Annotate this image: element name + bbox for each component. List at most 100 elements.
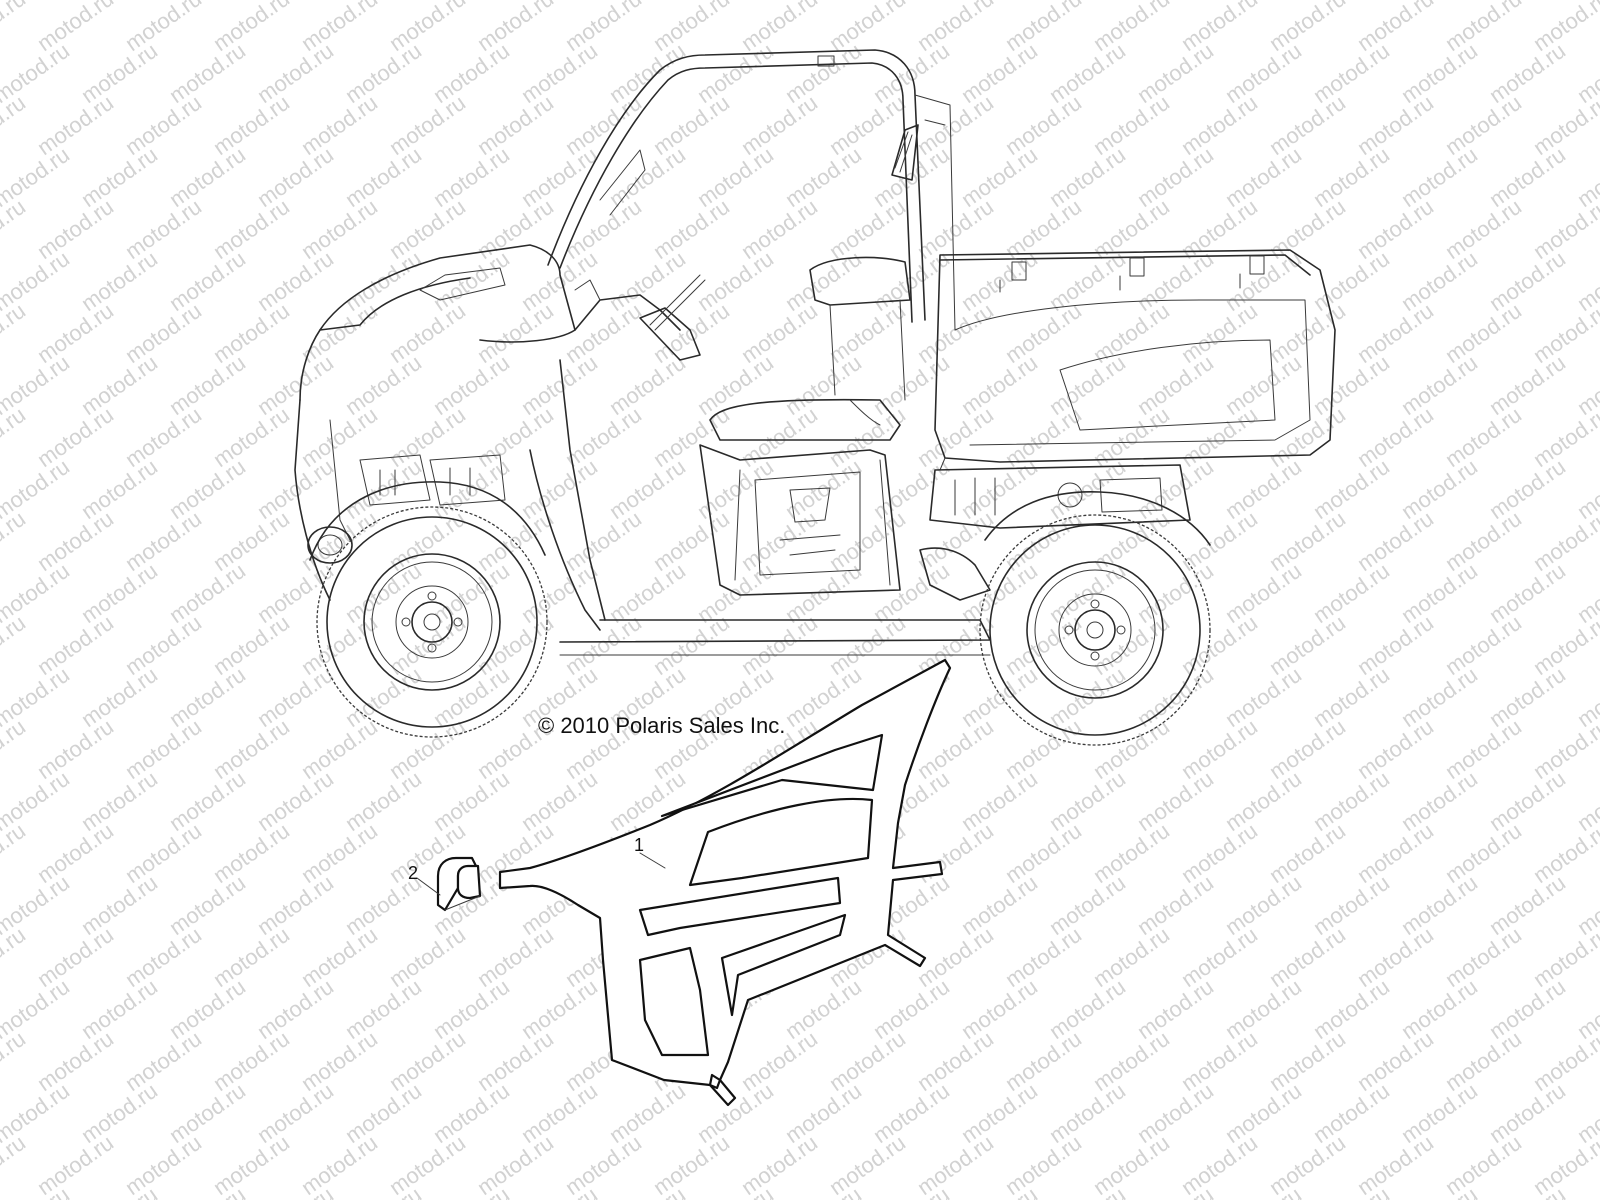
cargo-box	[934, 249, 1336, 471]
watermark-text: motod.ru	[253, 142, 338, 212]
watermark-text: motod.ru	[209, 610, 294, 680]
watermark-text: motod.ru	[385, 610, 470, 680]
watermark-text: motod.ru	[1353, 610, 1438, 680]
watermark-text: motod.ru	[1353, 402, 1438, 472]
watermark-text: motod.ru	[1089, 1026, 1174, 1096]
watermark-text: motod.ru	[693, 246, 778, 316]
watermark-text: motod.ru	[1133, 350, 1218, 420]
watermark-text: motod.ru	[1529, 194, 1600, 264]
watermark-text: motod.ru	[1441, 714, 1526, 784]
watermark-text: motod.ru	[781, 974, 866, 1044]
watermark-text: motod.ru	[1265, 90, 1350, 160]
watermark-text: motod.ru	[77, 246, 162, 316]
watermark-text: motod.ru	[0, 402, 30, 472]
watermark-text: motod.ru	[33, 818, 118, 888]
watermark-text: motod.ru	[121, 1026, 206, 1096]
watermark-text: motod.ru	[1221, 974, 1306, 1044]
watermark-text: motod.ru	[77, 558, 162, 628]
watermark-text: motod.ru	[825, 90, 910, 160]
watermark-text: motod.ru	[913, 506, 998, 576]
watermark-text: motod.ru	[473, 194, 558, 264]
watermark-text: motod.ru	[385, 90, 470, 160]
watermark-text: motod.ru	[0, 818, 30, 888]
watermark-text: motod.ru	[649, 194, 734, 264]
watermark-text: motod.ru	[77, 142, 162, 212]
watermark-text: motod.ru	[605, 142, 690, 212]
watermark-text: motod.ru	[121, 714, 206, 784]
watermark-text: motod.ru	[341, 142, 426, 212]
watermark-text: motod.ru	[1265, 610, 1350, 680]
watermark-text: motod.ru	[781, 350, 866, 420]
watermark-text: motod.ru	[1353, 194, 1438, 264]
watermark-text: motod.ru	[297, 1130, 382, 1200]
watermark-text: motod.ru	[1529, 506, 1600, 576]
watermark-text: motod.ru	[1397, 766, 1482, 836]
watermark-text: motod.ru	[1397, 558, 1482, 628]
watermark-text: motod.ru	[1485, 454, 1570, 524]
watermark-text: motod.ru	[1177, 298, 1262, 368]
watermark-text: motod.ru	[1441, 506, 1526, 576]
watermark-text: motod.ru	[473, 90, 558, 160]
watermark-text: motod.ru	[693, 38, 778, 108]
watermark-text: motod.ru	[165, 38, 250, 108]
watermark-text: motod.ru	[1309, 38, 1394, 108]
watermark-text: motod.ru	[33, 1026, 118, 1096]
watermark-text: motod.ru	[1309, 974, 1394, 1044]
watermark-text: motod.ru	[0, 922, 30, 992]
watermark-text: motod.ru	[1485, 246, 1570, 316]
watermark-text: motod.ru	[1441, 194, 1526, 264]
watermark-text: motod.ru	[1133, 38, 1218, 108]
watermark-text: motod.ru	[1485, 350, 1570, 420]
watermark-text: motod.ru	[1265, 714, 1350, 784]
watermark-text: motod.ru	[649, 506, 734, 576]
watermark-text: motod.ru	[1089, 298, 1174, 368]
watermark-text: motod.ru	[1397, 142, 1482, 212]
watermark-text: motod.ru	[121, 506, 206, 576]
rear-wheel	[979, 491, 1211, 746]
watermark-text: motod.ru	[1221, 558, 1306, 628]
watermark-text: motod.ru	[341, 1182, 426, 1200]
watermark-text: motod.ru	[297, 922, 382, 992]
watermark-text: motod.ru	[253, 1182, 338, 1200]
watermark-text: motod.ru	[341, 974, 426, 1044]
watermark-text: motod.ru	[1177, 818, 1262, 888]
watermark-text: motod.ru	[1309, 766, 1394, 836]
watermark-text: motod.ru	[1001, 90, 1086, 160]
watermark-text: motod.ru	[209, 1130, 294, 1200]
watermark-text: motod.ru	[1221, 350, 1306, 420]
watermark-text: motod.ru	[121, 1130, 206, 1200]
watermark-text: motod.ru	[517, 454, 602, 524]
watermark-text: motod.ru	[1221, 1182, 1306, 1200]
watermark-text: motod.ru	[737, 194, 822, 264]
watermark-text: motod.ru	[253, 974, 338, 1044]
callout-label-2: 2	[408, 863, 418, 883]
watermark-text: motod.ru	[1485, 558, 1570, 628]
watermark-text: motod.ru	[1441, 1026, 1526, 1096]
watermark-text: motod.ru	[1441, 90, 1526, 160]
watermark-text: motod.ru	[1133, 1078, 1218, 1148]
watermark-text: motod.ru	[869, 558, 954, 628]
watermark-text: motod.ru	[957, 1078, 1042, 1148]
watermark-text: motod.ru	[1441, 922, 1526, 992]
watermark-text: motod.ru	[165, 350, 250, 420]
watermark-text: motod.ru	[1441, 298, 1526, 368]
watermark-text: motod.ru	[737, 1130, 822, 1200]
watermark-text: motod.ru	[1177, 402, 1262, 472]
watermark-text: motod.ru	[1485, 142, 1570, 212]
watermark-text: motod.ru	[825, 298, 910, 368]
watermark-text: motod.ru	[1309, 662, 1394, 732]
watermark-text: motod.ru	[1441, 818, 1526, 888]
watermark-text: motod.ru	[913, 90, 998, 160]
watermark-text: motod.ru	[957, 38, 1042, 108]
watermark-text: motod.ru	[0, 714, 30, 784]
watermark-text: motod.ru	[605, 1182, 690, 1200]
watermark-text: motod.ru	[605, 246, 690, 316]
watermark-text: motod.ru	[297, 1026, 382, 1096]
watermark-text: motod.ru	[693, 142, 778, 212]
watermark-text: motod.ru	[385, 402, 470, 472]
watermark-text: motod.ru	[1265, 506, 1350, 576]
callout-leaders	[416, 852, 666, 896]
seat	[709, 256, 911, 441]
watermark-text: motod.ru	[1221, 142, 1306, 212]
watermark-text: motod.ru	[1353, 714, 1438, 784]
